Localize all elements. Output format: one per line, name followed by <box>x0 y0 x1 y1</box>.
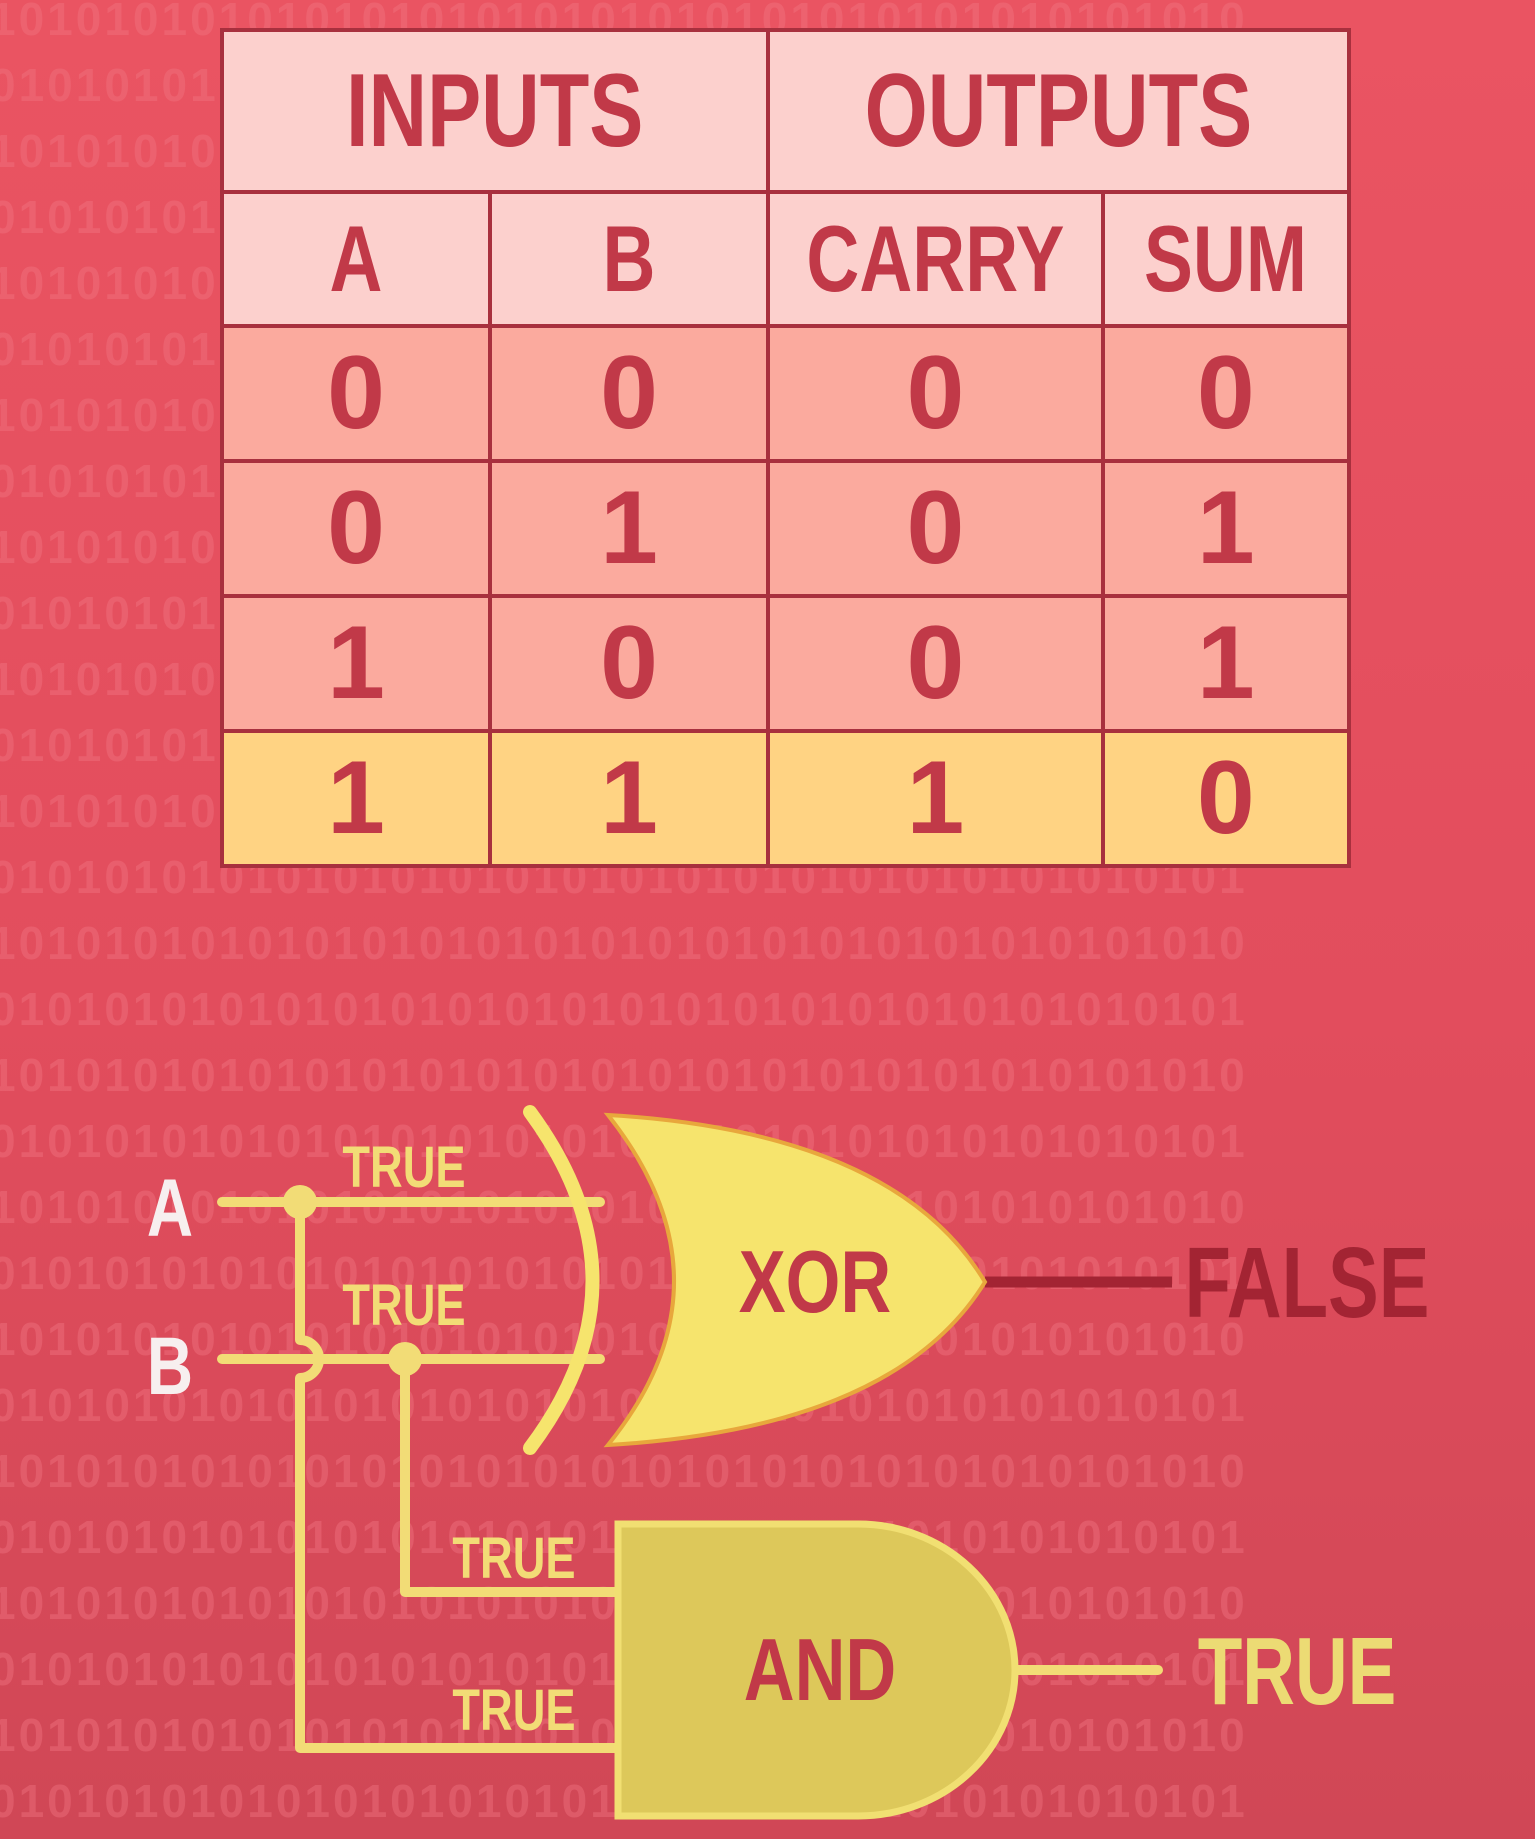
cell-a: 1 <box>220 729 492 868</box>
column-header-carry-label: CARRY <box>806 206 1065 311</box>
column-header-sum-label: SUM <box>1144 206 1308 311</box>
cell-a: 1 <box>220 594 492 733</box>
half-adder-truth-table: INPUTS OUTPUTS A B CARRY SUM 0 0 0 0 0 1… <box>220 28 1351 868</box>
column-header-a-label: A <box>329 206 383 311</box>
table-group-header-row: INPUTS OUTPUTS <box>220 28 1351 194</box>
table-row-highlighted: 1 1 1 0 <box>220 729 1351 868</box>
cell-b: 1 <box>488 459 770 598</box>
and-gate-label: AND <box>744 1620 897 1718</box>
table-column-header-row: A B CARRY SUM <box>220 190 1351 328</box>
cell-a: 0 <box>220 459 492 598</box>
cell-b: 0 <box>488 324 770 463</box>
cell-b: 0 <box>488 594 770 733</box>
cell-carry: 0 <box>766 459 1105 598</box>
xor-input-b-value: TRUE <box>342 1274 465 1339</box>
input-a-label: A <box>147 1161 193 1254</box>
column-header-b: B <box>488 190 770 328</box>
cell-b: 1 <box>488 729 770 868</box>
wire-b-to-and <box>400 1354 623 1597</box>
cell-carry: 0 <box>766 324 1105 463</box>
xor-gate-back-curve <box>523 1105 600 1455</box>
and-gate-icon <box>614 1520 1019 1820</box>
column-header-sum: SUM <box>1100 190 1351 328</box>
inputs-header: INPUTS <box>220 28 770 194</box>
inputs-header-label: INPUTS <box>346 52 644 169</box>
cell-carry: 0 <box>766 594 1105 733</box>
table-row: 0 1 0 1 <box>220 459 1351 598</box>
column-header-a: A <box>220 190 492 328</box>
xor-gate-icon <box>603 1112 988 1448</box>
cell-sum: 1 <box>1100 459 1351 598</box>
column-header-carry: CARRY <box>766 190 1105 328</box>
cell-sum: 1 <box>1100 594 1351 733</box>
cell-a: 0 <box>220 324 492 463</box>
and-output-value: TRUE <box>1198 1618 1397 1725</box>
junction-dot-a <box>283 1185 317 1219</box>
cell-carry: 1 <box>766 729 1105 868</box>
xor-input-a-value: TRUE <box>342 1136 465 1201</box>
outputs-header: OUTPUTS <box>766 28 1351 194</box>
xor-gate-label: XOR <box>739 1232 892 1330</box>
outputs-header-label: OUTPUTS <box>864 52 1253 169</box>
input-b-label: B <box>147 1319 193 1412</box>
cell-sum: 0 <box>1100 324 1351 463</box>
cell-sum: 0 <box>1100 729 1351 868</box>
table-row: 0 0 0 0 <box>220 324 1351 463</box>
xor-output-value: FALSE <box>1185 1227 1430 1338</box>
wire-a-to-and <box>295 1197 623 1753</box>
column-header-b-label: B <box>602 206 656 311</box>
and-input-b-value: TRUE <box>452 1527 575 1592</box>
junction-dot-b <box>388 1342 422 1376</box>
and-input-a-value: TRUE <box>452 1679 575 1744</box>
table-row: 1 0 0 1 <box>220 594 1351 733</box>
